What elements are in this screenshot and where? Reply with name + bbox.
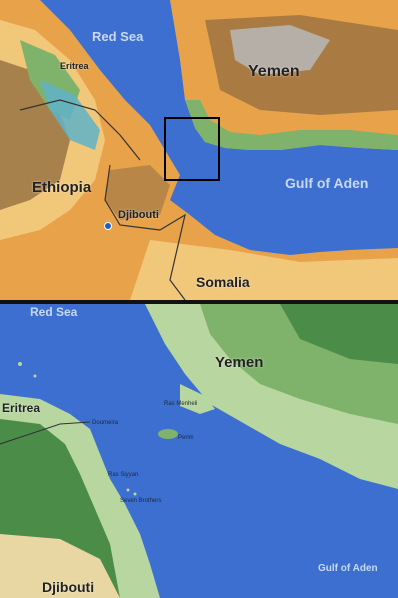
border-eritrea-ethiopia <box>19 99 141 161</box>
islet <box>33 374 37 378</box>
ras-menheli-headland <box>180 384 215 414</box>
islet <box>133 492 137 496</box>
map-pin-icon <box>104 222 112 230</box>
border-eritrea-djibouti <box>0 421 91 445</box>
label-ras-siyyan: Ras Siyyan <box>108 472 139 478</box>
label-eritrea-bottom: Eritrea <box>2 401 41 415</box>
inset-square-outline-icon <box>164 117 220 181</box>
label-ras-menheli: Ras Menheli <box>164 401 198 407</box>
label-gulf-of-aden-top: Gulf of Aden <box>285 175 369 191</box>
label-gulf-of-aden-bottom: Gulf of Aden <box>318 563 378 574</box>
djibouti-lowland <box>105 165 170 220</box>
label-ethiopia-top: Ethiopia <box>32 179 92 196</box>
label-doumeira: Doumeira <box>92 420 119 426</box>
label-somalia-top: Somalia <box>196 274 250 290</box>
africa-landmass <box>0 0 398 300</box>
yemen-far-green <box>280 304 398 364</box>
islet <box>126 488 130 492</box>
detail-map: Red Sea Yemen Eritrea Doumeira Ras Menhe… <box>0 304 398 598</box>
djibouti-lowland-south <box>0 534 120 598</box>
islet <box>18 362 22 366</box>
panel-divider <box>0 300 398 304</box>
label-yemen-bottom: Yemen <box>215 354 264 371</box>
perim-island <box>158 429 178 439</box>
label-djibouti-bottom: Djibouti <box>42 579 95 595</box>
border-djibouti <box>104 164 161 231</box>
danakil-depression <box>40 80 100 150</box>
yemen-peaks <box>230 25 330 75</box>
label-seven-brothers: Seven Brothers <box>120 498 162 504</box>
detail-map-terrain <box>0 304 398 598</box>
somalia-plateau <box>130 240 398 300</box>
label-djibouti-top: Djibouti <box>118 209 159 221</box>
label-yemen-top: Yemen <box>248 63 300 80</box>
border-somalia <box>159 213 186 300</box>
label-red-sea-top: Red Sea <box>92 29 144 44</box>
label-perim: Perim <box>178 435 194 441</box>
yemen-coastal-green <box>185 100 398 150</box>
label-red-sea-bottom: Red Sea <box>30 305 78 319</box>
label-eritrea-top: Eritrea <box>60 61 89 71</box>
overview-map: Red Sea Eritrea Yemen Ethiopia Djibouti … <box>0 0 398 300</box>
overview-map-terrain <box>0 0 398 300</box>
